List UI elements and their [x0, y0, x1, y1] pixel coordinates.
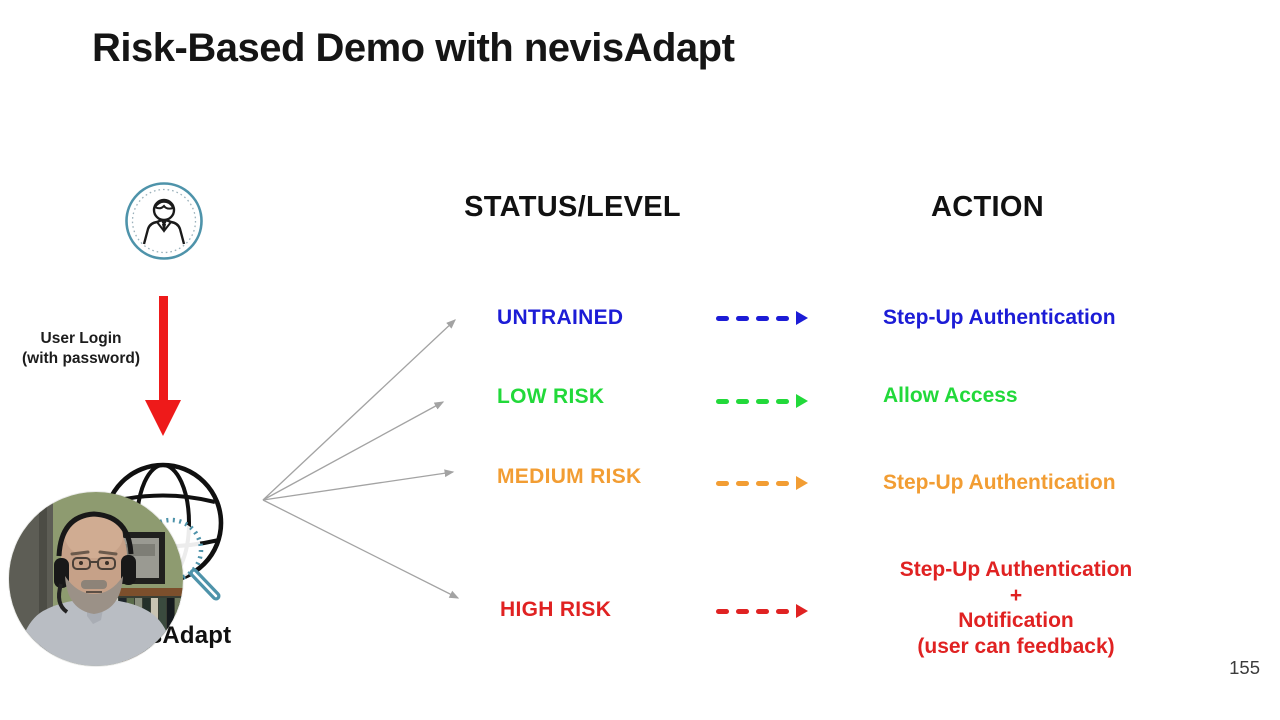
- dashed-arrow-high-risk: [716, 604, 808, 618]
- gray-fanout-arrows-icon: [262, 319, 460, 599]
- user-login-line2: (with password): [22, 350, 140, 367]
- action-high-risk-line4: (user can feedback): [917, 634, 1115, 658]
- action-medium-risk: Step-Up Authentication: [883, 471, 1116, 494]
- user-login-line1: User Login: [40, 330, 122, 347]
- action-header: ACTION: [931, 191, 1044, 223]
- red-down-arrow-icon: [140, 296, 186, 436]
- status-high-risk: HIGH RISK: [500, 598, 612, 621]
- status-untrained: UNTRAINED: [497, 306, 624, 329]
- status-level-header: STATUS/LEVEL: [464, 191, 681, 223]
- status-medium-risk: MEDIUM RISK: [497, 465, 642, 488]
- user-login-label: User Login (with password): [0, 329, 162, 369]
- action-high-risk-line3: Notification: [958, 609, 1074, 632]
- action-low-risk: Allow Access: [883, 384, 1018, 407]
- dashed-arrow-medium-risk: [716, 476, 808, 490]
- page-number: 155: [1229, 657, 1260, 678]
- action-high-risk: Step-Up Authentication + Notification (u…: [880, 557, 1152, 659]
- action-untrained: Step-Up Authentication: [883, 306, 1116, 329]
- dashed-arrow-untrained: [716, 311, 808, 325]
- presenter-webcam-illustration: [9, 492, 183, 666]
- presenter-webcam-video: [9, 492, 183, 666]
- status-low-risk: LOW RISK: [497, 385, 605, 408]
- user-icon: [125, 182, 203, 260]
- action-high-risk-line2: +: [1009, 583, 1023, 607]
- dashed-arrow-low-risk: [716, 394, 808, 408]
- page-title: Risk-Based Demo with nevisAdapt: [92, 26, 735, 70]
- action-high-risk-line1: Step-Up Authentication: [899, 558, 1133, 581]
